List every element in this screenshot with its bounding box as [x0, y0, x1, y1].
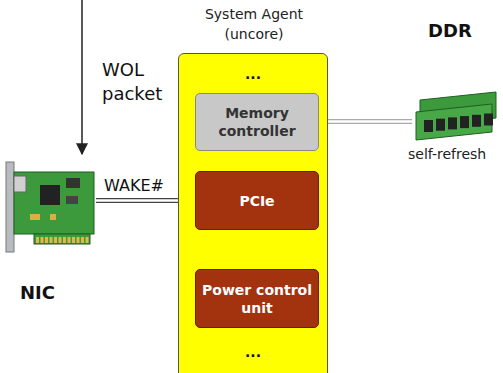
system-agent-block: System Agent (uncore)......Memory contro…: [178, 53, 328, 373]
box-label: Power control unit: [202, 281, 312, 317]
box-label: Memory controller: [202, 104, 312, 140]
box-label: PCIe: [239, 192, 274, 210]
ddr-memory: DDRself-refresh: [412, 92, 500, 150]
packet-label: WOL packet: [102, 58, 172, 106]
block-title: System Agent (uncore): [199, 4, 309, 44]
ellipsis: ...: [179, 66, 327, 82]
pcie-box: PCIe: [195, 171, 319, 230]
signal-label: WAKE#: [104, 176, 164, 195]
device-label: DDR: [428, 20, 472, 41]
device-label: NIC: [20, 282, 55, 303]
double-line-connector: [319, 121, 412, 122]
nic-card-picture: [6, 162, 94, 252]
memory-controller-box: Memory controller: [195, 93, 319, 151]
wol-arrow: [81, 0, 83, 154]
ellipsis: ...: [179, 344, 327, 360]
ddr-picture: [416, 92, 496, 140]
state-label: self-refresh: [408, 146, 486, 162]
power-control-box: Power control unit: [195, 269, 319, 328]
nic-card: NIC: [6, 160, 96, 250]
